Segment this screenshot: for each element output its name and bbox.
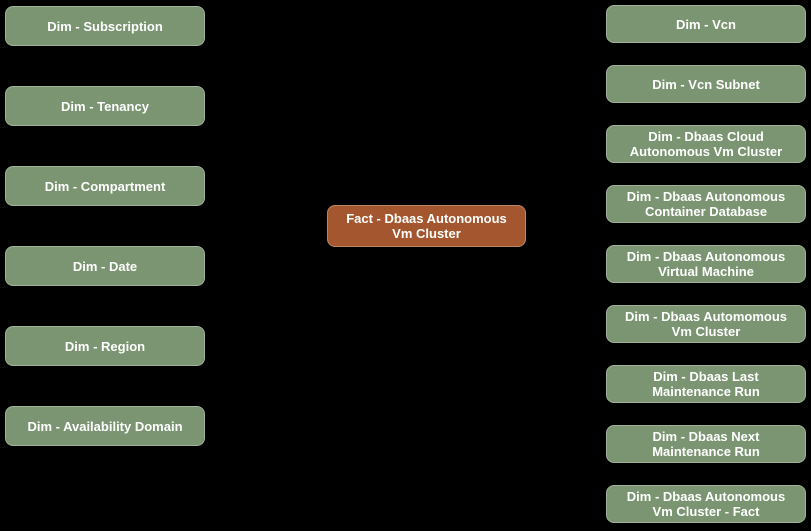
dimension-node-label: Dim - Dbaas Cloud Autonomous Vm Cluster [629, 129, 783, 159]
dimension-node-label: Dim - Vcn Subnet [652, 76, 760, 92]
dimension-node-label: Dim - Tenancy [61, 98, 149, 114]
dimension-node-label: Dim - Vcn [676, 16, 736, 32]
dimension-node[interactable]: Dim - Dbaas Automomous Vm Cluster [606, 305, 806, 343]
fact-node-label: Fact - Dbaas Autonomous Vm Cluster [346, 211, 507, 241]
dimension-node[interactable]: Dim - Availability Domain [5, 406, 205, 446]
dimension-node-label: Dim - Subscription [47, 18, 163, 34]
dimension-node[interactable]: Dim - Dbaas Autonomous Virtual Machine [606, 245, 806, 283]
left-dimension-column: Dim - Subscription Dim - Tenancy Dim - C… [5, 6, 205, 446]
dimension-node-label: Dim - Dbaas Autonomous Virtual Machine [626, 249, 786, 279]
dimension-node[interactable]: Dim - Region [5, 326, 205, 366]
dimension-node[interactable]: Dim - Compartment [5, 166, 205, 206]
dimension-node[interactable]: Dim - Vcn Subnet [606, 65, 806, 103]
dimension-node-label: Dim - Region [64, 338, 146, 354]
dimension-node-label: Dim - Dbaas Last Maintenance Run [652, 369, 760, 399]
dimension-node-label: Dim - Availability Domain [27, 418, 183, 434]
fact-node[interactable]: Fact - Dbaas Autonomous Vm Cluster [327, 205, 526, 247]
dimension-node[interactable]: Dim - Vcn [606, 5, 806, 43]
right-dimension-column: Dim - Vcn Dim - Vcn Subnet Dim - Dbaas C… [606, 5, 806, 523]
dimension-node-label: Dim - Compartment [44, 178, 166, 194]
dimension-node-label: Dim - Dbaas Autonomous Container Databas… [626, 189, 786, 219]
dimension-node[interactable]: Dim - Date [5, 246, 205, 286]
dimension-node[interactable]: Dim - Dbaas Autonomous Container Databas… [606, 185, 806, 223]
dimension-node[interactable]: Dim - Dbaas Last Maintenance Run [606, 365, 806, 403]
dimension-node[interactable]: Dim - Dbaas Next Maintenance Run [606, 425, 806, 463]
dimension-node-label: Dim - Dbaas Autonomous Vm Cluster - Fact [626, 489, 786, 519]
dimension-node[interactable]: Dim - Tenancy [5, 86, 205, 126]
dimension-node[interactable]: Dim - Dbaas Cloud Autonomous Vm Cluster [606, 125, 806, 163]
dimension-node-label: Dim - Dbaas Next Maintenance Run [652, 429, 760, 459]
dimension-node-label: Dim - Dbaas Automomous Vm Cluster [624, 309, 788, 339]
dimension-node[interactable]: Dim - Dbaas Autonomous Vm Cluster - Fact [606, 485, 806, 523]
dimension-node[interactable]: Dim - Subscription [5, 6, 205, 46]
dimension-node-label: Dim - Date [72, 258, 138, 274]
